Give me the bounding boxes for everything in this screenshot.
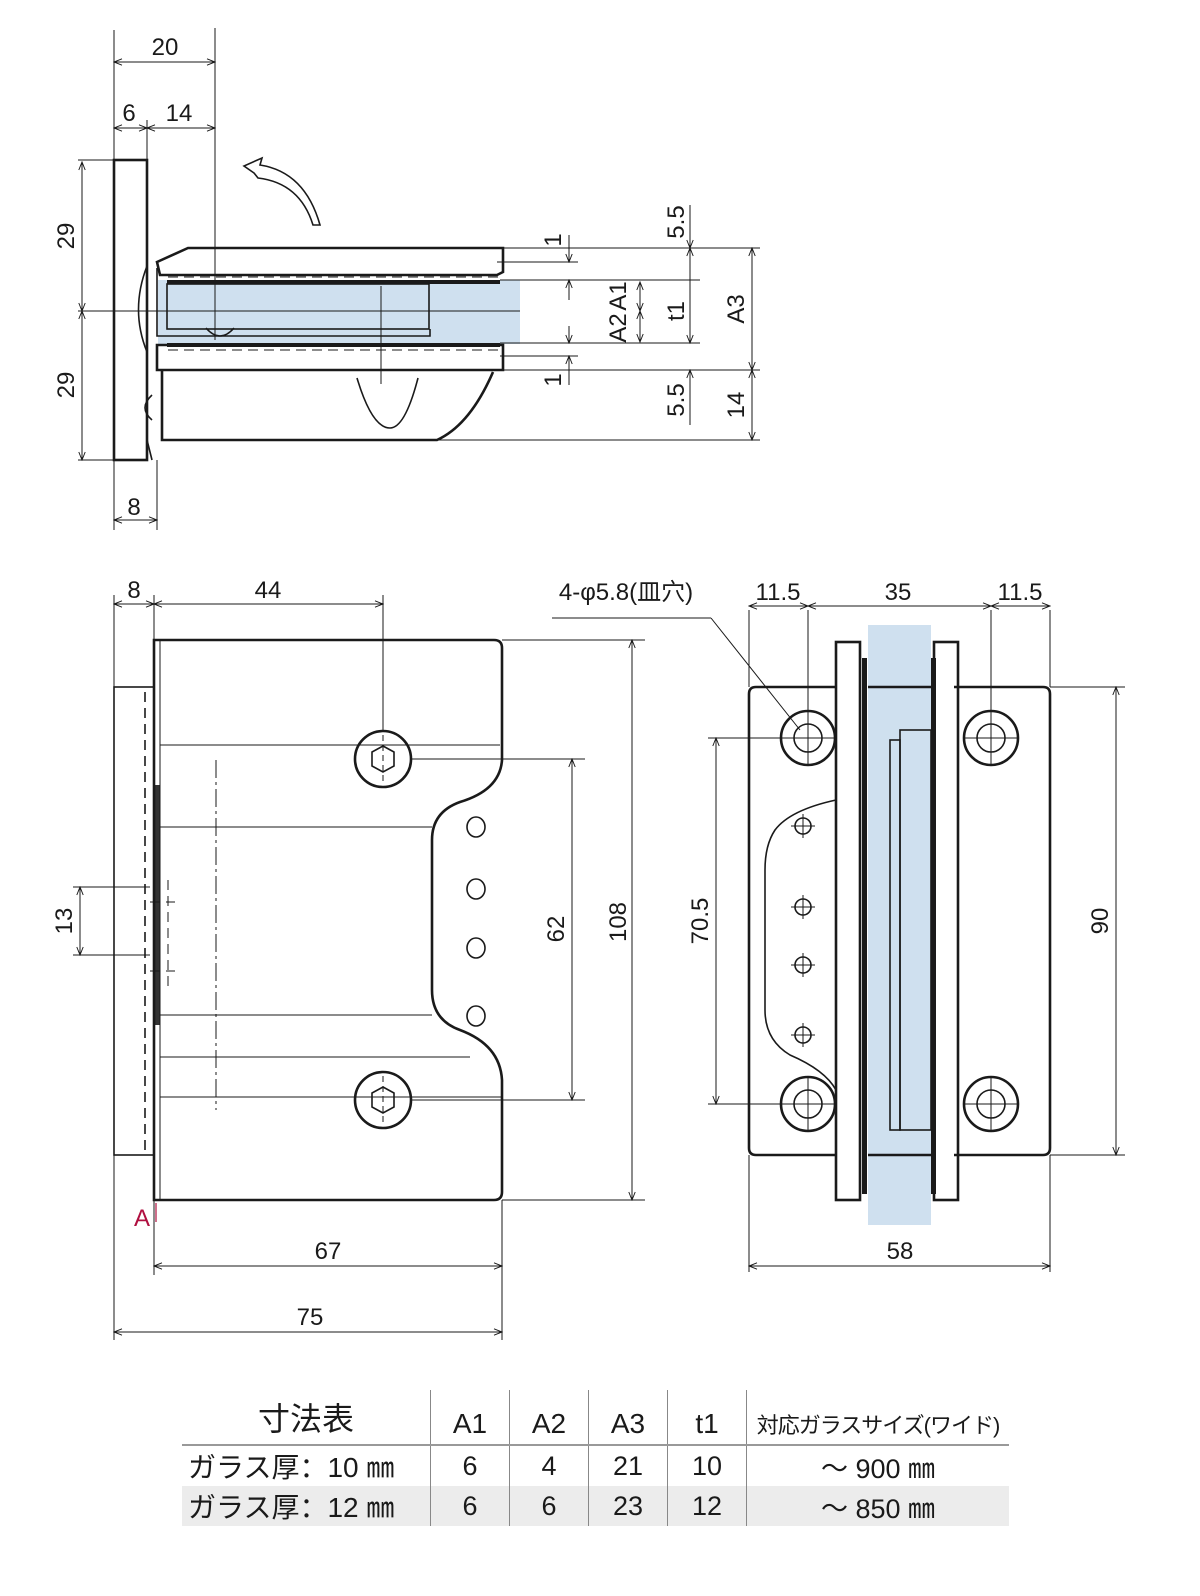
screw-top [353,729,413,789]
label-a2: A2 [605,313,632,342]
mount-hole [962,1075,1020,1133]
dim-base-offset: 8 [127,494,140,521]
col-header: t1 [667,1390,747,1446]
front-view: 8 44 13 62 108 67 75 A [51,577,645,1340]
label-a1: A1 [605,281,632,310]
table-row: ガラス厚：10 ㎜ 6 4 21 10 ～ 900 ㎜ [182,1445,1009,1486]
spec-table: 寸法表 A1 A2 A3 t1 対応ガラスサイズ(ワイド) ガラス厚：10 ㎜ … [182,1390,1009,1526]
dim-body-width: 67 [315,1238,342,1265]
cell: 6 [509,1486,589,1526]
adjust-holes [466,816,486,1027]
cell: 21 [588,1445,668,1486]
table-row: ガラス厚：12 ㎜ 6 6 23 12 ～ 850 ㎜ [182,1486,1009,1526]
row-label: ガラス厚：10 ㎜ [188,1452,395,1483]
dim-edge-left: 11.5 [756,579,801,606]
clamp-notch [356,377,419,429]
hinge-body-front [152,638,504,1202]
small-holes [791,814,815,1047]
mounting-plate [954,685,1052,1157]
dim-lower-height: 29 [53,372,80,399]
dim-hole-span: 35 [885,579,912,606]
wall-plate-side [112,158,149,462]
cell: ～ 850 ㎜ [746,1486,1009,1526]
clamp-body [160,370,495,442]
dim-gap-top: 1 [540,233,567,246]
rotation-arrow-icon [242,156,322,226]
dim-overall-width: 75 [297,1304,324,1331]
table-title: 寸法表 [182,1390,431,1446]
hole-note: 4-φ5.8(皿穴) [559,579,693,606]
end-view: 4-φ5.8(皿穴) 11.5 35 11.5 70.5 90 58 [552,579,1125,1272]
clamp-plate-left [834,640,862,1202]
cell: ～ 900 ㎜ [746,1445,1009,1486]
glass-panel-side [158,280,520,344]
cell: 23 [588,1486,668,1526]
dim-screw-pitch: 62 [543,916,570,943]
dim-hole-pitch: 70.5 [687,898,714,945]
hinge-block [166,283,430,330]
dim-cover-top: 5.5 [663,205,690,238]
side-view: 20 6 14 29 29 8 1 1 A2 A1 5.5 t1 5.5 A3 … [53,28,760,530]
dim-overall-depth: 20 [152,34,179,61]
upper-clamp [155,246,505,277]
row-label: ガラス厚：12 ㎜ [182,1486,431,1526]
dim-edge-right: 11.5 [998,579,1043,606]
lower-clamp [155,343,505,372]
table-header-row: 寸法表 A1 A2 A3 t1 対応ガラスサイズ(ワイド) [182,1390,1009,1446]
dim-plate-height: 90 [1087,908,1114,935]
mount-hole [779,1075,837,1133]
dim-body-bottom: 14 [723,392,750,419]
dim-gap-bottom: 1 [540,373,567,386]
col-header: A2 [509,1390,589,1446]
cell: 6 [430,1445,510,1486]
cell: 6 [430,1486,510,1526]
dim-plate-thickness: 6 [122,100,135,127]
mount-hole [779,709,837,767]
cell: 10 [667,1445,747,1486]
col-header: 対応ガラスサイズ(ワイド) [746,1390,1009,1446]
dim-screw-pitch-small: 13 [51,908,78,935]
dim-plate-width: 8 [127,577,140,604]
col-header: A1 [430,1390,510,1446]
dim-overall-height: 108 [605,902,632,942]
label-a3: A3 [723,294,750,323]
point-marker-a: A [134,1205,150,1232]
dim-cover-bottom: 5.5 [663,383,690,416]
clamp-plate-right [932,640,960,1202]
cell: 12 [667,1486,747,1526]
dim-clamp-offset: 14 [166,100,193,127]
dim-plate-width-end: 58 [887,1238,914,1265]
wall-plate-front [113,686,155,1156]
screw-bottom [353,1070,413,1130]
dim-upper-height: 29 [53,223,80,250]
label-t1: t1 [663,301,690,321]
cell: 4 [509,1445,589,1486]
dim-hole-offset: 44 [255,577,282,604]
col-header: A3 [588,1390,668,1446]
mount-hole [962,709,1020,767]
